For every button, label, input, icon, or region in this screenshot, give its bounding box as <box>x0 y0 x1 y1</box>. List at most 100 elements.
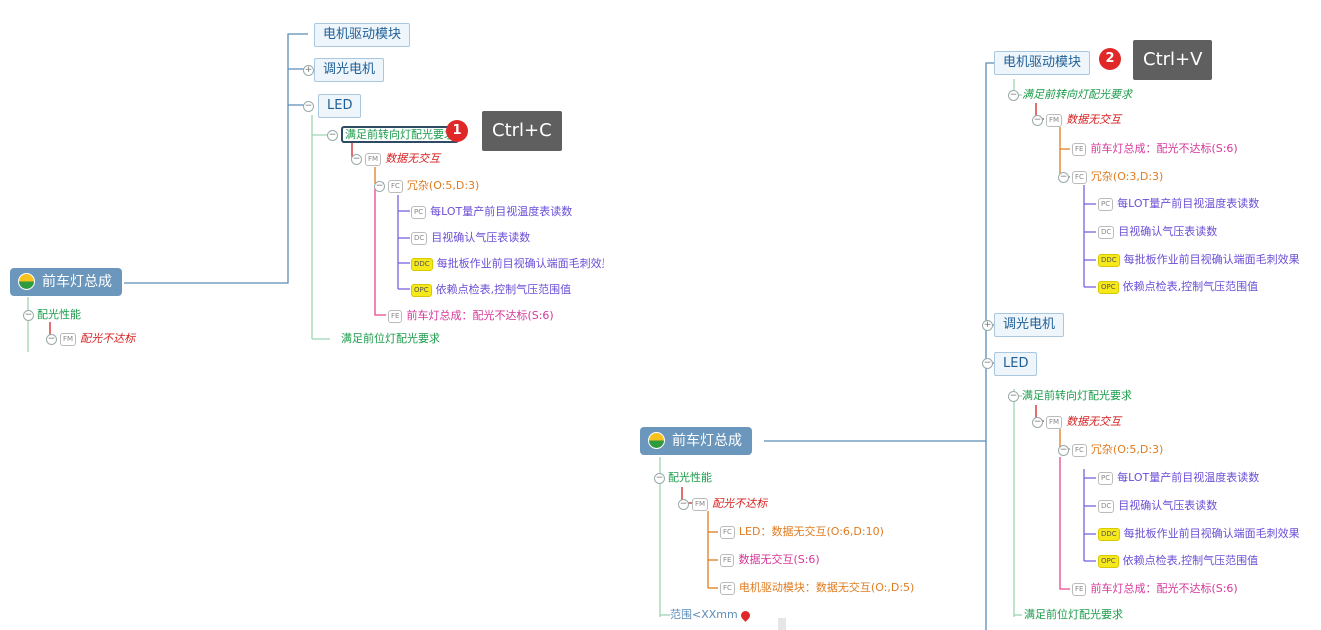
step-badge-1: 1 <box>446 120 468 142</box>
fe-tag: FE <box>1072 582 1087 596</box>
ddc-tag: DDC <box>1098 527 1120 541</box>
expand-icon[interactable]: + <box>982 320 993 331</box>
node-motor-driver[interactable]: 电机驱动模块 <box>994 51 1091 75</box>
failure-cause-label: 冗杂(O:5,D:3) <box>406 179 480 192</box>
callout-ctrl-v: Ctrl+V <box>1133 40 1213 80</box>
fm-tag: FM <box>1046 415 1063 429</box>
root-node-headlamp-assembly[interactable]: 前车灯总成 <box>640 427 752 455</box>
control-label: 目视确认气压表读数 <box>1118 225 1218 238</box>
collapse-icon[interactable]: − <box>303 101 314 112</box>
step-badge-2: 2 <box>1099 48 1121 70</box>
collapse-icon[interactable]: − <box>1032 114 1043 126</box>
root-logo-icon <box>18 272 35 290</box>
failure-mode-label: 配光不达标 <box>80 332 136 345</box>
requirement-label: 满足前转向灯配光要求 <box>1022 389 1132 402</box>
node-dimming-motor[interactable]: 调光电机 <box>994 313 1065 337</box>
location-pin-icon <box>738 608 752 622</box>
fc-tag: FC <box>720 525 735 539</box>
failure-effect-label: 前车灯总成：配光不达标(S:6) <box>1090 142 1238 155</box>
opc-tag: OPC <box>411 283 432 297</box>
fm-tag: FM <box>692 497 709 511</box>
control-label: 依赖点检表,控制气压范围值 <box>1122 280 1259 293</box>
collapse-icon[interactable]: − <box>23 309 34 321</box>
ddc-tag: DDC <box>411 257 433 271</box>
collapse-icon[interactable]: − <box>678 498 689 510</box>
node-led[interactable]: LED <box>994 352 1038 376</box>
node-range[interactable]: 范围<XXmm <box>670 607 752 623</box>
node-led[interactable]: LED <box>318 94 362 118</box>
failure-cause-label: 冗杂(O:5,D:3) <box>1090 443 1164 456</box>
failure-mode-label: 数据无交互 <box>1066 415 1122 428</box>
collapse-icon[interactable]: − <box>982 358 993 369</box>
pc-tag: PC <box>411 205 427 219</box>
node-position-lamp-requirement[interactable]: 满足前位灯配光要求 <box>1024 608 1123 621</box>
failure-cause-label: 冗杂(O:3,D:3) <box>1090 170 1164 183</box>
collapse-icon[interactable]: − <box>654 472 665 484</box>
node-turn-lamp-requirement[interactable]: −满足前转向灯配光要求 <box>1008 388 1132 404</box>
collapse-icon[interactable]: − <box>1008 390 1019 402</box>
ddc-tag: DDC <box>1098 253 1120 267</box>
requirement-label[interactable]: 满足前转向灯配光要求 <box>341 126 459 143</box>
control-label: 每LOT量产前目视温度表读数 <box>430 205 573 218</box>
collapse-icon[interactable]: − <box>351 153 362 165</box>
node-turn-lamp-requirement[interactable]: −满足前转向灯配光要求 <box>327 126 459 143</box>
collapse-icon[interactable]: − <box>1058 171 1069 183</box>
node-light-performance[interactable]: −配光性能 <box>654 470 712 486</box>
collapse-icon[interactable]: − <box>46 333 57 345</box>
fc-tag: FC <box>720 581 735 595</box>
fc-tag: FC <box>388 179 403 193</box>
failure-mode-label: 数据无交互 <box>385 152 441 165</box>
collapse-icon[interactable]: − <box>1032 416 1043 428</box>
collapse-icon[interactable]: − <box>327 129 338 141</box>
root-node-headlamp-assembly[interactable]: 前车灯总成 <box>10 268 122 296</box>
node-dimming-motor[interactable]: 调光电机 <box>314 58 385 82</box>
collapse-icon[interactable]: − <box>374 180 385 192</box>
expand-icon[interactable]: + <box>303 65 314 76</box>
collapse-icon[interactable]: − <box>1058 444 1069 456</box>
control-label: 每批板作业前目视确认端面毛刺效果 <box>436 257 604 270</box>
control-label: 依赖点检表,控制气压范围值 <box>435 283 572 296</box>
dc-tag: DC <box>1098 225 1115 239</box>
node-motor-driver[interactable]: 电机驱动模块 <box>314 23 411 47</box>
failure-mode-label: 数据无交互 <box>1066 113 1122 126</box>
failure-effect-label: 数据无交互(S:6) <box>738 553 820 566</box>
collapse-icon[interactable]: − <box>1008 89 1019 101</box>
failure-cause-label: 电机驱动模块：数据无交互(O:,D:5) <box>738 581 915 594</box>
control-label: 每LOT量产前目视温度表读数 <box>1117 197 1260 210</box>
node-position-lamp-requirement[interactable]: 满足前位灯配光要求 <box>341 332 440 345</box>
fc-tag: FC <box>1072 443 1087 457</box>
node-pasted-requirement[interactable]: −满足前转向灯配光要求 <box>1008 87 1132 103</box>
pc-tag: PC <box>1098 197 1114 211</box>
node-light-performance[interactable]: −配光性能 <box>23 307 81 323</box>
failure-effect-label: 前车灯总成：配光不达标(S:6) <box>406 309 554 322</box>
failure-mode-label: 配光不达标 <box>712 497 768 510</box>
fe-tag: FE <box>1072 142 1087 156</box>
